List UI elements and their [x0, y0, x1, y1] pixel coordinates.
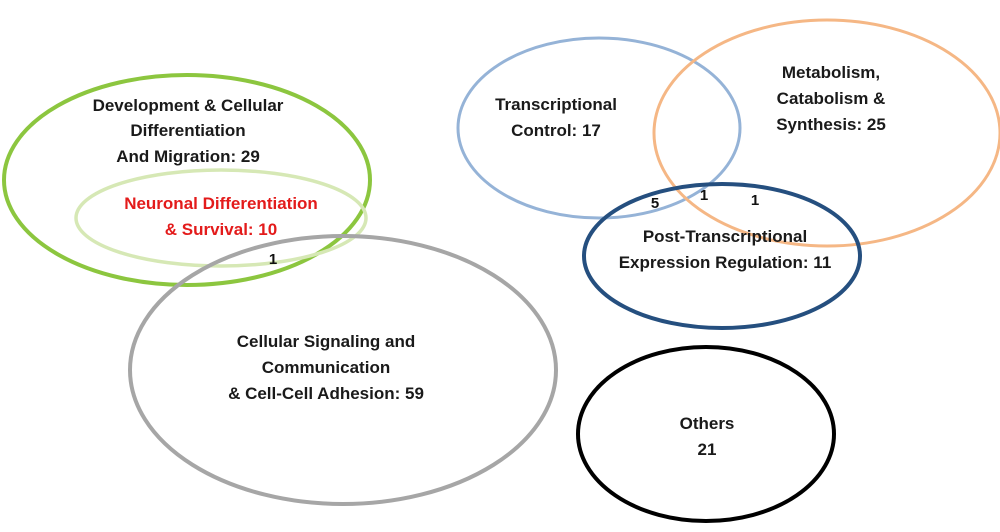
neuronal-label-line2: & Survival: 10 [165, 220, 277, 239]
metabolism-label-line2: Catabolism & [777, 89, 886, 108]
signaling-ellipse [128, 234, 558, 506]
others-label-line1: Others [680, 414, 735, 433]
development-label-line1: Development & Cellular [93, 96, 284, 115]
others-label-line2: 21 [698, 440, 717, 459]
overlap-transcriptional-metabolism-post-count: 1 [700, 187, 708, 204]
signaling-label-line1: Cellular Signaling and [237, 332, 416, 351]
post-transcriptional-ellipse [582, 182, 862, 330]
development-label-line2: Differentiation [130, 121, 245, 140]
overlap-development-signaling-count: 1 [269, 251, 277, 268]
others-ellipse [576, 345, 836, 523]
post-transcriptional-label-line2: Expression Regulation: 11 [619, 253, 832, 272]
signaling-label-line3: & Cell-Cell Adhesion: 59 [228, 384, 424, 403]
overlap-metabolism-post-count: 1 [751, 192, 759, 209]
development-ellipse [2, 73, 372, 287]
development-label-line3: And Migration: 29 [116, 147, 260, 166]
neuronal-ellipse [74, 168, 368, 268]
neuronal-label-line1: Neuronal Differentiation [124, 194, 318, 213]
transcriptional-label-line2: Control: 17 [511, 121, 601, 140]
metabolism-label-line3: Synthesis: 25 [776, 115, 886, 134]
transcriptional-label-line1: Transcriptional [495, 95, 617, 114]
post-transcriptional-label-line1: Post-Transcriptional [643, 227, 807, 246]
overlap-transcriptional-post-count: 5 [651, 195, 659, 212]
transcriptional-ellipse [456, 36, 742, 220]
signaling-label-line2: Communication [262, 358, 390, 377]
metabolism-label-line1: Metabolism, [782, 63, 880, 82]
metabolism-ellipse [652, 18, 1000, 248]
